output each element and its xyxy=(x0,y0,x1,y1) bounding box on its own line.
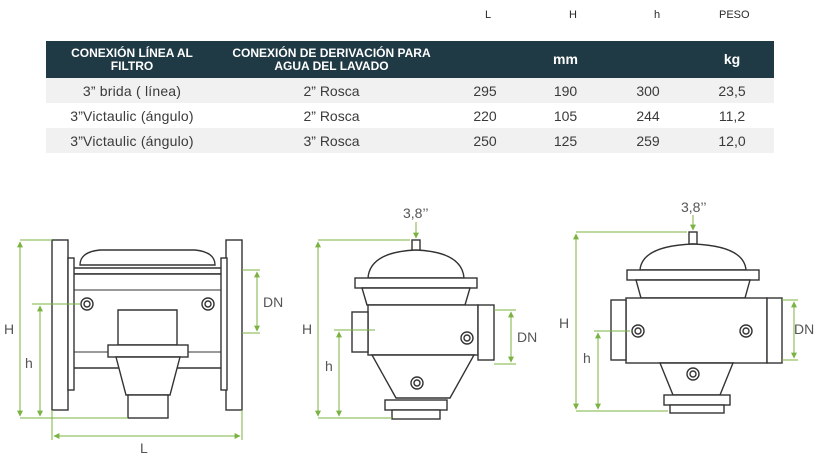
cell-linea: 3” brida ( línea) xyxy=(46,78,218,103)
cell-H: 125 xyxy=(525,128,606,153)
header-unit-kg: kg xyxy=(690,41,774,78)
cell-h: 244 xyxy=(636,107,660,124)
table-header-row: CONEXIÓN LÍNEA AL FILTRO CONEXIÓN DE DER… xyxy=(46,41,774,78)
cell-peso: 12,0 xyxy=(690,128,774,153)
col-header-L: L xyxy=(485,9,492,21)
table-row: 3”Victaulic (ángulo) 3” Rosca 250 125 25… xyxy=(46,128,774,153)
col-header-peso: PESO xyxy=(719,9,750,21)
dim-label-top-3: 3,8’’ xyxy=(681,199,706,215)
col-header-h: h xyxy=(654,9,661,21)
dim-label-L-1: L xyxy=(140,440,148,456)
header-unit-mm: mm xyxy=(525,41,606,78)
cell-derivacion: 2” Rosca xyxy=(303,107,360,124)
filter-dimensions-flanged xyxy=(17,239,260,440)
header-linea: CONEXIÓN LÍNEA AL FILTRO xyxy=(46,41,218,78)
dimensions-table: CONEXIÓN LÍNEA AL FILTRO CONEXIÓN DE DER… xyxy=(46,41,774,153)
filter-dimensions-angle xyxy=(573,215,798,412)
dim-label-DN-1: DN xyxy=(263,294,283,310)
dim-label-DN-2: DN xyxy=(517,329,537,345)
cell-linea: 3”Victaulic (ángulo) xyxy=(70,107,194,124)
dim-label-top-2: 3,8’’ xyxy=(403,205,428,221)
dim-label-DN-3: DN xyxy=(794,321,814,337)
dim-label-h-1: h xyxy=(25,355,33,371)
cell-linea: 3”Victaulic (ángulo) xyxy=(46,128,218,153)
filter-dimensions-side xyxy=(315,222,516,419)
cell-h: 300 xyxy=(606,78,690,103)
dim-label-H-1: H xyxy=(4,321,14,337)
cell-derivacion: 3” Rosca xyxy=(218,128,445,153)
dim-label-h-3: h xyxy=(583,350,591,366)
cell-H: 105 xyxy=(553,107,578,124)
cell-L: 250 xyxy=(445,128,525,153)
cell-peso: 11,2 xyxy=(718,107,746,124)
filter-drawing-side xyxy=(351,239,495,420)
dim-label-H-3: H xyxy=(559,315,569,331)
dim-label-h-2: h xyxy=(325,358,333,374)
cell-peso: 23,5 xyxy=(690,78,774,103)
cell-h: 259 xyxy=(606,128,690,153)
filter-drawing-flanged xyxy=(51,239,243,419)
table-row: 3”Victaulic (ángulo) 2” Rosca 220 105 24… xyxy=(46,103,774,128)
dim-label-H-2: H xyxy=(302,321,312,337)
cell-L: 220 xyxy=(473,107,497,124)
cell-derivacion: 2” Rosca xyxy=(218,78,445,103)
cell-L: 295 xyxy=(445,78,525,103)
col-header-H: H xyxy=(569,9,577,21)
table-row: 3” brida ( línea) 2” Rosca 295 190 300 2… xyxy=(46,78,774,103)
header-derivacion: CONEXIÓN DE DERIVACIÓN PARA AGUA DEL LAV… xyxy=(218,41,445,78)
filter-drawing-angle xyxy=(610,231,783,414)
cell-H: 190 xyxy=(525,78,606,103)
